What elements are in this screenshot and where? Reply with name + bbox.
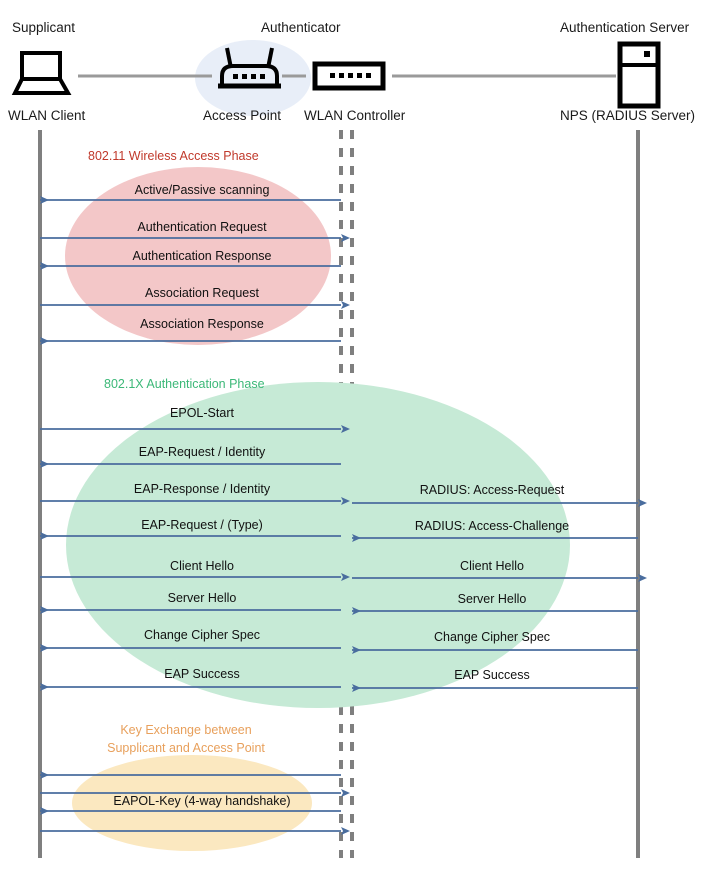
message-label-right-2: Client Hello — [460, 559, 524, 573]
actor-device-wlan-controller: WLAN Controller — [304, 108, 406, 123]
actor-device-access-point: Access Point — [203, 108, 282, 123]
message-label-left-15: EAPOL-Key (4-way handshake) — [113, 794, 291, 808]
message-label-right-5: EAP Success — [454, 668, 530, 682]
message-label-left-1: Authentication Request — [137, 220, 267, 234]
actor-device-wlan-client: WLAN Client — [8, 108, 86, 123]
message-label-left-12: EAP Success — [164, 667, 240, 681]
actor-role-supplicant: Supplicant — [12, 20, 76, 35]
message-label-left-6: EAP-Request / Identity — [138, 445, 266, 459]
message-label-left-11: Change Cipher Spec — [143, 628, 261, 642]
message-label-left-7: EAP-Response / Identity — [133, 482, 271, 496]
phase-label-key-exchange-line2: Supplicant and Access Point — [107, 741, 265, 755]
message-label-left-5: EPOL-Start — [170, 406, 234, 420]
message-label-left-10: Server Hello — [167, 591, 237, 605]
access-point-icon — [218, 47, 281, 89]
message-arrows-left — [40, 196, 350, 835]
wlan-controller-icon — [312, 61, 386, 91]
message-label-left-2: Authentication Response — [132, 249, 272, 263]
phase-label-key-exchange: Key Exchange between Supplicant and Acce… — [86, 721, 286, 757]
phase-label-key-exchange-line1: Key Exchange between — [120, 723, 252, 737]
phase-ellipse-dot1x-auth — [66, 382, 570, 708]
phase-ellipse-wireless-access — [65, 167, 331, 345]
server-rack-icon — [617, 41, 661, 109]
laptop-icon — [11, 51, 72, 95]
message-label-right-1: RADIUS: Access-Challenge — [414, 519, 570, 533]
message-label-left-4: Association Response — [140, 317, 264, 331]
message-label-left-0: Active/Passive scanning — [134, 183, 270, 197]
actor-role-authenticator: Authenticator — [261, 20, 341, 35]
message-label-left-3: Association Request — [145, 286, 259, 300]
actor-device-nps-radius: NPS (RADIUS Server) — [560, 108, 696, 123]
message-label-right-4: Change Cipher Spec — [433, 630, 551, 644]
phase-label-wireless-access: 802.11 Wireless Access Phase — [88, 149, 259, 163]
message-label-right-3: Server Hello — [457, 592, 527, 606]
message-label-right-0: RADIUS: Access-Request — [419, 483, 565, 497]
actor-role-auth-server: Authentication Server — [560, 20, 690, 35]
message-label-left-9: Client Hello — [170, 559, 234, 573]
phase-ellipse-key-exchange — [72, 755, 312, 851]
message-arrows-right — [352, 499, 647, 692]
message-label-left-8: EAP-Request / (Type) — [141, 518, 263, 532]
phase-label-dot1x-auth: 802.1X Authentication Phase — [104, 377, 265, 391]
